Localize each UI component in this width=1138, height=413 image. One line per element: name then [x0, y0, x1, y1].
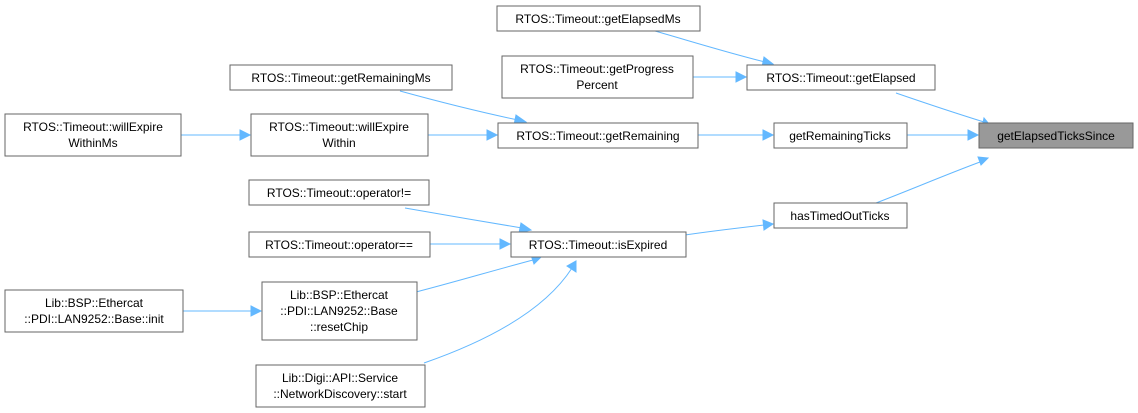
- node-operatorEq[interactable]: RTOS::Timeout::operator==: [248, 231, 431, 258]
- node-getElapsedMs[interactable]: RTOS::Timeout::getElapsedMs: [496, 5, 701, 32]
- node-getElapsedTicksSince[interactable]: getElapsedTicksSince: [978, 122, 1134, 149]
- edge-networkDiscoveryStart-to-isExpired: [423, 260, 577, 364]
- node-label: RTOS::Timeout::operator==: [265, 238, 413, 252]
- edge-init-to-resetChip: [183, 305, 263, 317]
- node-label-line-2: ::PDI::LAN9252::Base: [280, 304, 398, 318]
- edge-getRemaining-to-getRemainingTicks: [698, 129, 775, 141]
- node-getProgressPercent[interactable]: RTOS::Timeout::getProgress Percent: [501, 55, 694, 99]
- node-label-line-1: Lib::BSP::Ethercat: [290, 288, 389, 302]
- edge-isExpired-to-hasTimedOutTicks: [684, 219, 775, 236]
- node-hasTimedOutTicks[interactable]: hasTimedOutTicks: [773, 202, 908, 229]
- edge-willExpireWithin-to-getRemaining: [428, 129, 499, 141]
- node-label: RTOS::Timeout::getElapsedMs: [515, 12, 680, 26]
- node-label-line-1: RTOS::Timeout::willExpire: [269, 120, 409, 134]
- edge-getRemainingTicks-to-getElapsedTicksSince: [907, 129, 980, 141]
- edge-operatorNe-to-isExpired: [404, 207, 533, 234]
- node-label-line-1: Lib::Digi::API::Service: [282, 371, 398, 385]
- node-label: getElapsedTicksSince: [997, 129, 1115, 143]
- node-willExpireWithinMs[interactable]: RTOS::Timeout::willExpire WithinMs: [4, 113, 182, 157]
- node-label-line-2: ::PDI::LAN9252::Base::init: [24, 312, 164, 326]
- node-networkDiscoveryStart[interactable]: Lib::Digi::API::Service ::NetworkDiscove…: [255, 364, 426, 408]
- edge-willExpireWithinMs-to-willExpireWithin: [181, 129, 252, 141]
- edge-operatorEq-to-isExpired: [430, 238, 512, 250]
- node-getRemaining[interactable]: RTOS::Timeout::getRemaining: [497, 122, 699, 149]
- node-label: getRemainingTicks: [789, 129, 891, 143]
- node-operatorNe[interactable]: RTOS::Timeout::operator!=: [248, 179, 430, 206]
- node-label-line-2: WithinMs: [68, 136, 117, 150]
- node-label-line-1: Lib::BSP::Ethercat: [45, 296, 144, 310]
- node-label: RTOS::Timeout::operator!=: [267, 186, 411, 200]
- node-label-line-1: RTOS::Timeout::getProgress: [520, 62, 674, 76]
- edge-hasTimedOutTicks-to-getElapsedTicksSince: [875, 156, 990, 204]
- node-label: RTOS::Timeout::getElapsed: [766, 71, 915, 85]
- node-label-line-2: ::NetworkDiscovery::start: [273, 387, 407, 401]
- node-willExpireWithin[interactable]: RTOS::Timeout::willExpire Within: [250, 113, 429, 157]
- node-label: RTOS::Timeout::getRemaining: [516, 129, 679, 143]
- edge-getProgressPercent-to-getElapsed: [693, 71, 748, 83]
- node-label-line-2: Percent: [576, 78, 618, 92]
- node-label-line-3: ::resetChip: [310, 320, 368, 334]
- node-getElapsed[interactable]: RTOS::Timeout::getElapsed: [746, 64, 936, 91]
- edge-getElapsed-to-getElapsedTicksSince: [895, 92, 990, 128]
- node-init[interactable]: Lib::BSP::Ethercat ::PDI::LAN9252::Base:…: [4, 289, 184, 333]
- node-isExpired[interactable]: RTOS::Timeout::isExpired: [510, 231, 687, 258]
- node-resetChip[interactable]: Lib::BSP::Ethercat ::PDI::LAN9252::Base …: [261, 281, 418, 341]
- node-getRemainingTicks[interactable]: getRemainingTicks: [773, 122, 908, 149]
- node-getRemainingMs[interactable]: RTOS::Timeout::getRemainingMs: [229, 64, 453, 91]
- node-label: RTOS::Timeout::getRemainingMs: [251, 71, 430, 85]
- node-label: hasTimedOutTicks: [790, 209, 889, 223]
- node-label-line-2: Within: [322, 136, 355, 150]
- nodes-layer: getElapsedTicksSince RTOS::Timeout::getE…: [4, 5, 1134, 408]
- node-label-line-1: RTOS::Timeout::willExpire: [23, 120, 163, 134]
- node-label: RTOS::Timeout::isExpired: [529, 238, 668, 252]
- edge-resetChip-to-isExpired: [415, 254, 543, 293]
